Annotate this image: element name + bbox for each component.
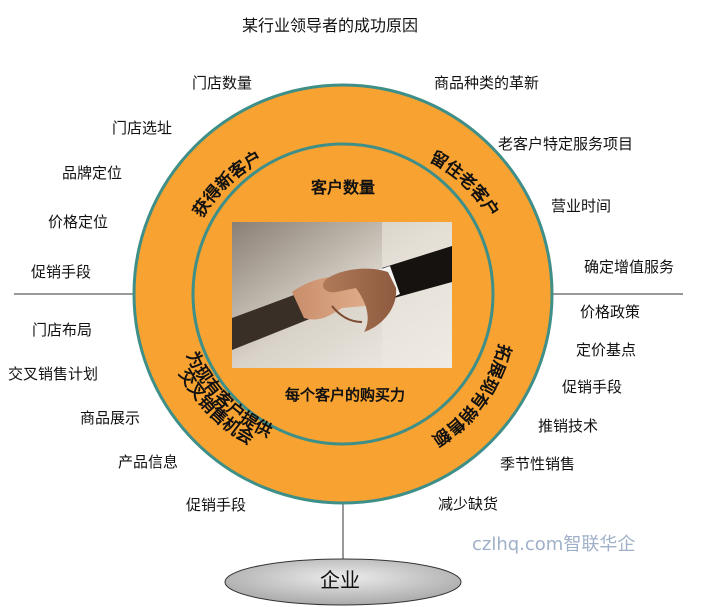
bottom-left-item: 商品展示 <box>80 409 141 427</box>
watermark-text: czlhq.com智联华企 <box>472 534 636 555</box>
bottom-right-item: 促销手段 <box>562 378 623 396</box>
bottom-left-item: 交叉销售计划 <box>8 365 99 383</box>
inner-ring-label-top: 客户数量 <box>311 178 375 197</box>
enterprise-label: 企业 <box>320 568 360 592</box>
top-left-item: 促销手段 <box>31 263 92 281</box>
bottom-right-item: 季节性销售 <box>500 455 576 473</box>
top-left-item: 门店选址 <box>112 119 173 137</box>
top-left-item: 品牌定位 <box>62 164 123 182</box>
bottom-left-item: 门店布局 <box>32 321 93 339</box>
inner-ring-label-bottom: 每个客户的购买力 <box>285 386 405 404</box>
top-left-item: 价格定位 <box>48 213 109 231</box>
top-right-item: 确定增值服务 <box>584 258 675 276</box>
handshake-image <box>232 222 452 368</box>
top-left-item: 门店数量 <box>192 74 253 92</box>
top-right-item: 老客户特定服务项目 <box>498 135 634 153</box>
bottom-right-item: 定价基点 <box>576 341 637 359</box>
bottom-left-item: 促销手段 <box>186 496 247 514</box>
bottom-left-item: 产品信息 <box>118 453 179 471</box>
bottom-right-item: 推销技术 <box>538 417 599 435</box>
diagram-title: 某行业领导者的成功原因 <box>242 16 419 35</box>
top-right-item: 商品种类的革新 <box>434 74 540 92</box>
bottom-right-item: 减少缺货 <box>438 495 499 513</box>
bottom-right-item: 价格政策 <box>580 303 641 321</box>
top-right-item: 营业时间 <box>551 197 612 215</box>
enterprise-base <box>224 558 462 606</box>
